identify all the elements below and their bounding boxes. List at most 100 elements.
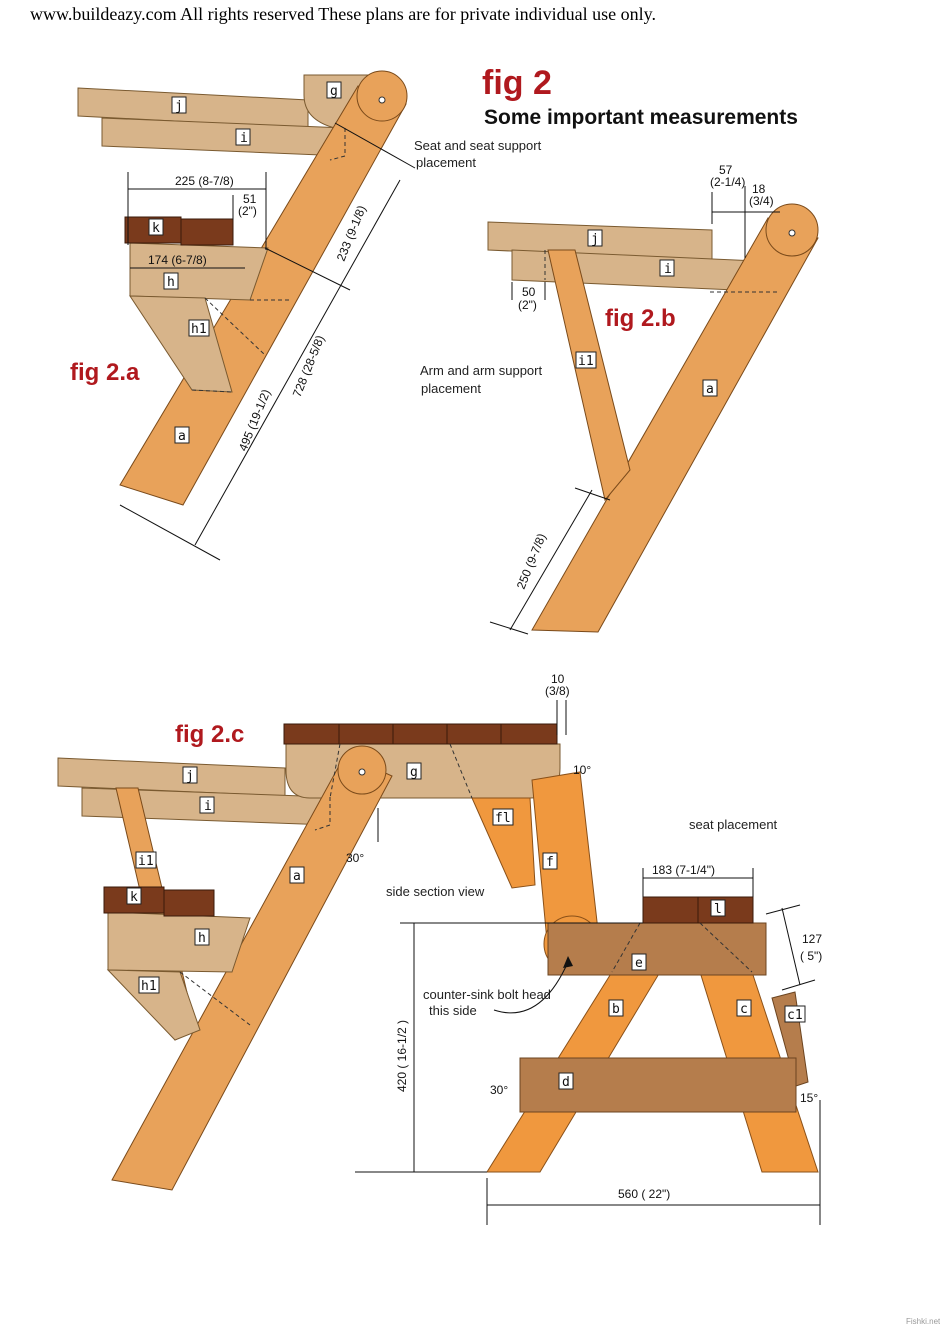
fig2c-tag-l-box <box>710 899 726 917</box>
fig2c-dim-420: 420 ( 16-1/2 ) <box>395 1020 409 1092</box>
fig2c-tag-h1: h1 <box>141 979 157 994</box>
fig2c-dim-10-in: (3/8) <box>545 684 570 698</box>
fig2c-tag-d-box <box>558 1072 574 1090</box>
fig2-title: fig 2 <box>482 64 552 102</box>
fig2c-bolt-arrowhead <box>563 956 573 968</box>
fig2b-tag-j: j <box>591 232 599 247</box>
fig2a-tag-a: a <box>178 429 186 444</box>
fig2c-piece-fl <box>471 797 536 889</box>
fig2a-dim-233-line <box>334 122 416 169</box>
fig2c-seat-placement: seat placement <box>689 817 778 832</box>
fig2c-dim-127-in: ( 5") <box>800 949 822 963</box>
fig2b-dim-50-in: (2") <box>518 298 537 312</box>
fig2c-group: 10 (3/8) 10° 30° 183 (7-1/4") 127 ( 5") … <box>57 672 822 1225</box>
fig2c-tag-j: j <box>186 769 194 784</box>
fig2c-tag-c: c <box>740 1002 748 1017</box>
fig2c-tag-d: d <box>562 1075 570 1090</box>
fig2b-support-i1 <box>547 249 631 502</box>
fig2c-board-l1 <box>642 896 699 924</box>
fig2a-tag-j-box <box>171 96 187 114</box>
fig2c-tag-i: i <box>204 799 212 814</box>
fig2a-bolt-hole <box>378 96 386 104</box>
fig2b-tag-i: i <box>664 262 672 277</box>
fig2a-dim-728-line <box>194 179 401 546</box>
fig2c-angle-30b: 30° <box>490 1083 508 1097</box>
fig2c-tag-i-box <box>199 796 215 814</box>
fig2c-dash-5 <box>611 922 641 973</box>
fig2c-angle-30a: 30° <box>346 851 364 865</box>
fig2c-tag-e-box <box>631 953 647 971</box>
fig2b-tag-j-box <box>587 229 603 247</box>
fig2b-bolt-hole <box>788 229 796 237</box>
fig2b-dim-57-in: (2-1/4) <box>710 175 745 189</box>
fig2a-tag-h1-box <box>188 319 210 337</box>
fig2c-tag-l: l <box>714 902 722 917</box>
copyright-notice: www.buildeazy.com All rights reserved Th… <box>30 4 656 24</box>
fig2c-board-3 <box>392 723 448 745</box>
fig2c-tag-e: e <box>635 956 643 971</box>
fig2b-dim-250-tick-b <box>489 621 529 635</box>
fig2a-dim-51-in: (2") <box>238 204 257 218</box>
fig2b-dim-250: 250 (9-7/8) <box>514 531 549 591</box>
fig2b-tag-a-box <box>702 379 718 397</box>
fig2c-board-5 <box>500 723 558 745</box>
fig2a-brace-h1 <box>129 295 233 393</box>
fig2c-dim-127-line <box>781 907 801 986</box>
fig2-subtitle: Some important measurements <box>484 106 798 129</box>
fig2c-tag-c1: c1 <box>787 1008 803 1023</box>
fig2a-title: fig 2.a <box>70 359 140 386</box>
fig2c-dim-183: 183 (7-1/4") <box>652 863 715 877</box>
fig2b-dim-250-line <box>509 489 593 631</box>
fig2a-tag-h-box <box>163 272 179 290</box>
fig2b-tag-i1-box <box>575 351 597 369</box>
fig2c-tag-i1-box <box>135 851 157 869</box>
fig2c-board-2 <box>338 723 394 745</box>
fig2c-bolt-hole <box>358 768 366 776</box>
fig2a-dim-51: 51 <box>243 192 257 206</box>
fig2a-dim-174: 174 (6-7/8) <box>148 253 207 267</box>
fig2c-tag-i1: i1 <box>138 854 154 869</box>
fig2a-tag-a-box <box>174 426 190 444</box>
fig2a-note-1: Seat and seat support <box>414 138 542 153</box>
fig2b-dim-18: 18 <box>752 182 766 196</box>
fig2b-tag-i1: i1 <box>578 354 594 369</box>
fig2c-dim-127: 127 <box>802 932 822 946</box>
fig2a-note-2: placement <box>416 155 476 170</box>
fig2a-leg-a-top <box>356 70 408 122</box>
fig2a-seat-k2 <box>180 218 234 246</box>
fig2a-plank-i <box>101 117 346 157</box>
fig2a-tag-i-box <box>235 128 251 146</box>
fig2a-tag-h1: h1 <box>191 322 207 337</box>
fig2c-angle-15: 15° <box>800 1091 818 1105</box>
fig2c-dim-560: 560 ( 22") <box>618 1187 670 1201</box>
fig2c-tag-fl-box <box>492 808 514 826</box>
fig2c-dash-2 <box>329 743 341 799</box>
fig2a-tag-i: i <box>240 131 248 146</box>
fig2c-tag-k: k <box>130 890 138 905</box>
fig2a-dim-225: 225 (8-7/8) <box>175 174 234 188</box>
fig2c-tag-c1-box <box>784 1005 806 1023</box>
fig2c-tag-j-box <box>182 766 198 784</box>
fig2c-bolt-note-1: counter-sink bolt head <box>423 987 551 1002</box>
fig2b-title: fig 2.b <box>605 305 676 332</box>
fig2c-tag-c-box <box>736 999 752 1017</box>
fig2c-board-4 <box>446 723 502 745</box>
fig2c-tag-f: f <box>546 855 554 870</box>
fig2c-dim-127-tick-t <box>765 904 801 915</box>
fig2a-tag-j: j <box>175 99 183 114</box>
fig2c-dim-10: 10 <box>551 672 565 686</box>
fig2c-seat-e <box>547 922 767 976</box>
fig2a-tag-g-box <box>326 81 342 99</box>
fig2b-dim-250-tick-t <box>574 487 611 501</box>
fig2b-dim-57: 57 <box>719 163 733 177</box>
fig2c-dim-127-tick-b <box>781 979 816 991</box>
fig2c-brace-h1 <box>106 969 201 1041</box>
fig2c-tag-fl: fl <box>495 811 511 826</box>
fig2c-dash-3 <box>449 743 473 799</box>
fig2c-tag-a-box <box>289 866 305 884</box>
fig2c-tag-h1-box <box>138 976 160 994</box>
fig2c-tag-g: g <box>410 765 418 780</box>
fig2c-dash-4 <box>179 971 251 1026</box>
fig2c-dash-6 <box>699 922 753 973</box>
